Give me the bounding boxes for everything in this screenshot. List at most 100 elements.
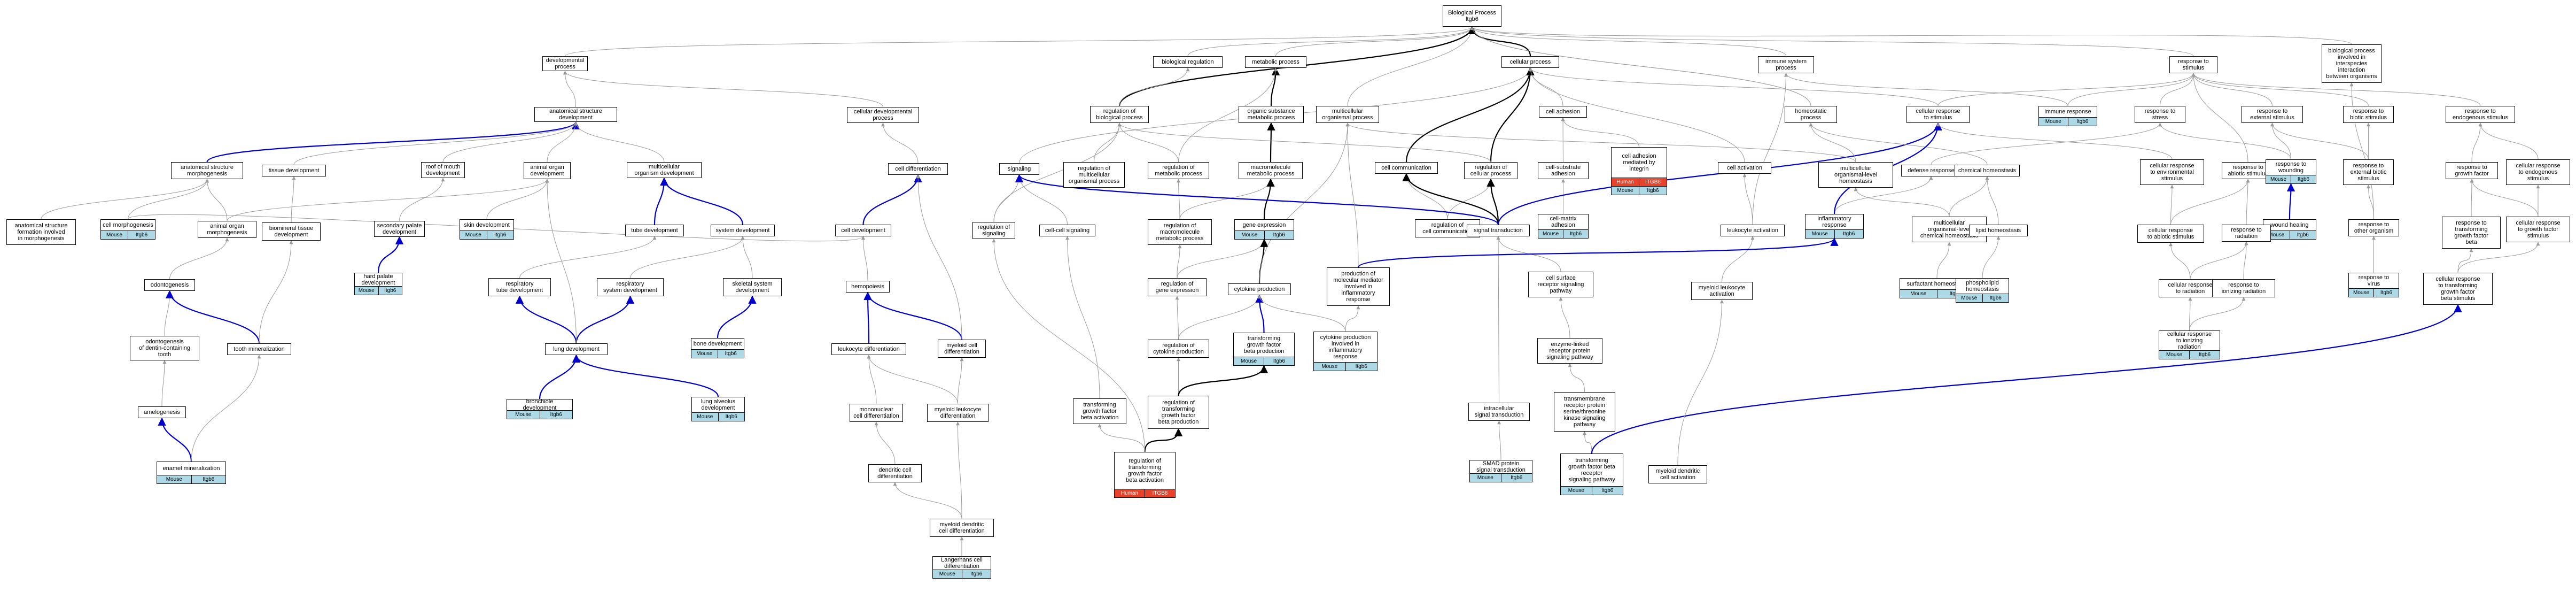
go-node-myeloid-leukocyte-activation[interactable]: myeloid leukocyte activation: [1691, 282, 1753, 300]
go-node-multicellular-organismal-process[interactable]: multicellular organismal process: [1316, 106, 1379, 123]
go-node-response-to-endogenous-stimulus[interactable]: response to endogenous stimulus: [2446, 106, 2515, 123]
go-node-response-to-radiation[interactable]: response to radiation: [2222, 225, 2271, 242]
go-node-odontogenesis-dentin[interactable]: odontogenesis of dentin-containing tooth: [130, 336, 199, 360]
go-node-cytokine-production-inflammatory[interactable]: cytokine production involved in inflamma…: [1313, 332, 1378, 371]
go-node-response-to-other-organism[interactable]: response to other organism: [2348, 219, 2399, 236]
go-node-tgfb-activation[interactable]: transforming growth factor beta activati…: [1073, 398, 1126, 424]
go-node-cellular-response-to-endogenous-stimulus[interactable]: cellular response to endogenous stimulus: [2506, 159, 2570, 185]
go-node-cell-communication[interactable]: cell communication: [1375, 162, 1438, 174]
go-node-organic-substance-metabolic-process[interactable]: organic substance metabolic process: [1239, 106, 1304, 123]
go-node-response-to-growth-factor[interactable]: response to growth factor: [2446, 162, 2498, 179]
go-node-macromolecule-metabolic-process[interactable]: macromolecule metabolic process: [1239, 162, 1303, 179]
go-node-root[interactable]: Biological Process ltgb6: [1443, 5, 1501, 27]
go-node-tube-development[interactable]: tube development: [625, 225, 684, 236]
go-node-enzyme-linked-receptor[interactable]: enzyme-linked receptor protein signaling…: [1537, 338, 1602, 364]
go-node-response-to-biotic-stimulus[interactable]: response to biotic stimulus: [2343, 106, 2394, 123]
go-node-regulation-of-tgfb-activation[interactable]: regulation of transforming growth factor…: [1114, 452, 1176, 498]
go-node-multicellular-organismal-homeostasis[interactable]: multicellular organismal-level homeostas…: [1818, 162, 1893, 188]
go-node-myeloid-dendritic-cell-activation[interactable]: myeloid dendritic cell activation: [1648, 465, 1707, 483]
go-node-regulation-of-metabolic-process[interactable]: regulation of metabolic process: [1148, 162, 1209, 179]
go-node-response-to-external-biotic-stimulus[interactable]: response to external biotic stimulus: [2343, 159, 2394, 185]
go-node-animal-organ-development[interactable]: animal organ development: [524, 162, 571, 179]
go-node-anatomical-structure-morphogenesis[interactable]: anatomical structure morphogenesis: [171, 162, 243, 179]
go-node-regulation-of-biological-process[interactable]: regulation of biological process: [1090, 106, 1149, 123]
go-node-production-molecular-mediator[interactable]: production of molecular mediator involve…: [1327, 267, 1390, 306]
go-node-signaling[interactable]: signaling: [999, 163, 1039, 175]
go-node-regulation-of-multicellular-organismal-process[interactable]: regulation of multicellular organismal p…: [1063, 162, 1125, 188]
go-node-intracellular-signal-transduction[interactable]: intracellular signal transduction: [1468, 403, 1530, 421]
go-node-response-to-external-stimulus[interactable]: response to external stimulus: [2242, 106, 2303, 123]
go-node-regulation-of-signaling[interactable]: regulation of signaling: [972, 222, 1015, 239]
go-node-secondary-palate-development[interactable]: secondary palate development: [374, 221, 425, 237]
go-node-lung-development[interactable]: lung development: [545, 343, 608, 355]
go-node-cell-substrate-adhesion[interactable]: cell-substrate adhesion: [1538, 162, 1589, 179]
go-node-multicellular-chemical-homeostasis[interactable]: multicellular organismal-level chemical …: [1912, 217, 1987, 242]
go-node-defense-response[interactable]: defense response: [1901, 165, 1961, 176]
go-node-cell-adhesion[interactable]: cell adhesion: [1539, 106, 1587, 118]
go-node-anatomical-structure-formation[interactable]: anatomical structure formation involved …: [6, 219, 76, 245]
go-node-response-to-tgfb[interactable]: response to transforming growth factor b…: [2442, 217, 2501, 249]
go-node-cytokine-production[interactable]: cytokine production: [1228, 283, 1291, 295]
go-node-biological-regulation[interactable]: biological regulation: [1153, 56, 1223, 68]
go-node-skeletal-system-development[interactable]: skeletal system development: [723, 278, 782, 296]
go-node-tissue-development[interactable]: tissue development: [262, 165, 326, 176]
go-node-myeloid-dendritic-cell-differentiation[interactable]: myeloid dendritic cell differentiation: [930, 519, 994, 537]
go-node-regulation-of-macromolecule-metabolic-process[interactable]: regulation of macromolecule metabolic pr…: [1148, 219, 1212, 245]
go-node-cellular-response-to-radiation[interactable]: cellular response to radiation: [2159, 279, 2222, 297]
go-node-cellular-response-to-abiotic-stimulus[interactable]: cellular response to abiotic stimulus: [2137, 225, 2204, 243]
go-node-transmembrane-receptor-kinase[interactable]: transmembrane receptor protein serine/th…: [1554, 392, 1615, 432]
go-node-tgfb-production[interactable]: transforming growth factor beta producti…: [1233, 333, 1295, 366]
go-node-response-to-stimulus[interactable]: response to stimulus: [2169, 56, 2217, 73]
go-node-cellular-developmental-process[interactable]: cellular developmental process: [847, 107, 919, 123]
go-node-tgfb-receptor-signaling[interactable]: transforming growth factor beta receptor…: [1560, 453, 1623, 495]
go-node-odontogenesis[interactable]: odontogenesis: [144, 279, 195, 291]
go-node-cell-cell-signaling[interactable]: cell-cell signaling: [1039, 225, 1095, 236]
go-node-cell-development[interactable]: cell development: [835, 225, 891, 236]
go-node-cellular-process[interactable]: cellular process: [1501, 56, 1559, 68]
go-node-biomineral-tissue-development[interactable]: biomineral tissue development: [262, 222, 321, 241]
go-node-myeloid-cell-differentiation[interactable]: myeloid cell differentiation: [938, 340, 986, 358]
go-node-leukocyte-differentiation[interactable]: leukocyte differentiation: [831, 343, 906, 355]
go-node-respiratory-system-development[interactable]: respiratory system development: [597, 278, 664, 296]
go-node-respiratory-tube-development[interactable]: respiratory tube development: [488, 278, 551, 296]
go-node-cellular-response-to-tgfb[interactable]: cellular response to transforming growth…: [2423, 273, 2493, 305]
go-node-dendritic-cell-differentiation[interactable]: dendritic cell differentiation: [868, 464, 922, 482]
go-node-tooth-mineralization[interactable]: tooth mineralization: [227, 343, 291, 355]
go-node-hemopoiesis[interactable]: hemopoiesis: [846, 281, 890, 293]
go-node-system-development[interactable]: system development: [711, 225, 775, 236]
go-node-regulation-of-cytokine-production[interactable]: regulation of cytokine production: [1148, 340, 1209, 358]
go-node-regulation-of-cellular-process[interactable]: regulation of cellular process: [1464, 162, 1517, 179]
go-node-cell-activation[interactable]: cell activation: [1718, 162, 1771, 174]
go-node-interspecies-interaction[interactable]: biological process involved in interspec…: [2322, 44, 2382, 83]
go-node-leukocyte-activation[interactable]: leukocyte activation: [1721, 225, 1785, 236]
go-node-myeloid-leukocyte-differentiation[interactable]: myeloid leukocyte differentiation: [927, 404, 989, 422]
go-node-homeostatic-process[interactable]: homeostatic process: [1785, 106, 1837, 123]
go-node-metabolic-process[interactable]: metabolic process: [1245, 56, 1306, 68]
go-node-mononuclear-cell-differentiation[interactable]: mononuclear cell differentiation: [850, 404, 903, 422]
go-node-regulation-of-gene-expression[interactable]: regulation of gene expression: [1148, 278, 1207, 296]
go-node-lipid-homeostasis[interactable]: lipid homeostasis: [1969, 225, 2028, 236]
go-node-multicellular-organism-development[interactable]: multicellular organism development: [627, 162, 702, 178]
go-node-amelogenesis[interactable]: amelogenesis: [138, 406, 186, 418]
go-node-signal-transduction[interactable]: signal transduction: [1467, 225, 1530, 236]
go-node-chemical-homeostasis[interactable]: chemical homeostasis: [1955, 165, 2020, 176]
go-node-developmental-process[interactable]: developmental process: [542, 56, 588, 71]
go-node-cell-surface-receptor-signaling[interactable]: cell surface receptor signaling pathway: [1528, 272, 1593, 297]
go-node-cellular-response-to-stimulus[interactable]: cellular response to stimulus: [1906, 106, 1970, 123]
go-node-cell-differentiation[interactable]: cell differentiation: [888, 163, 948, 175]
